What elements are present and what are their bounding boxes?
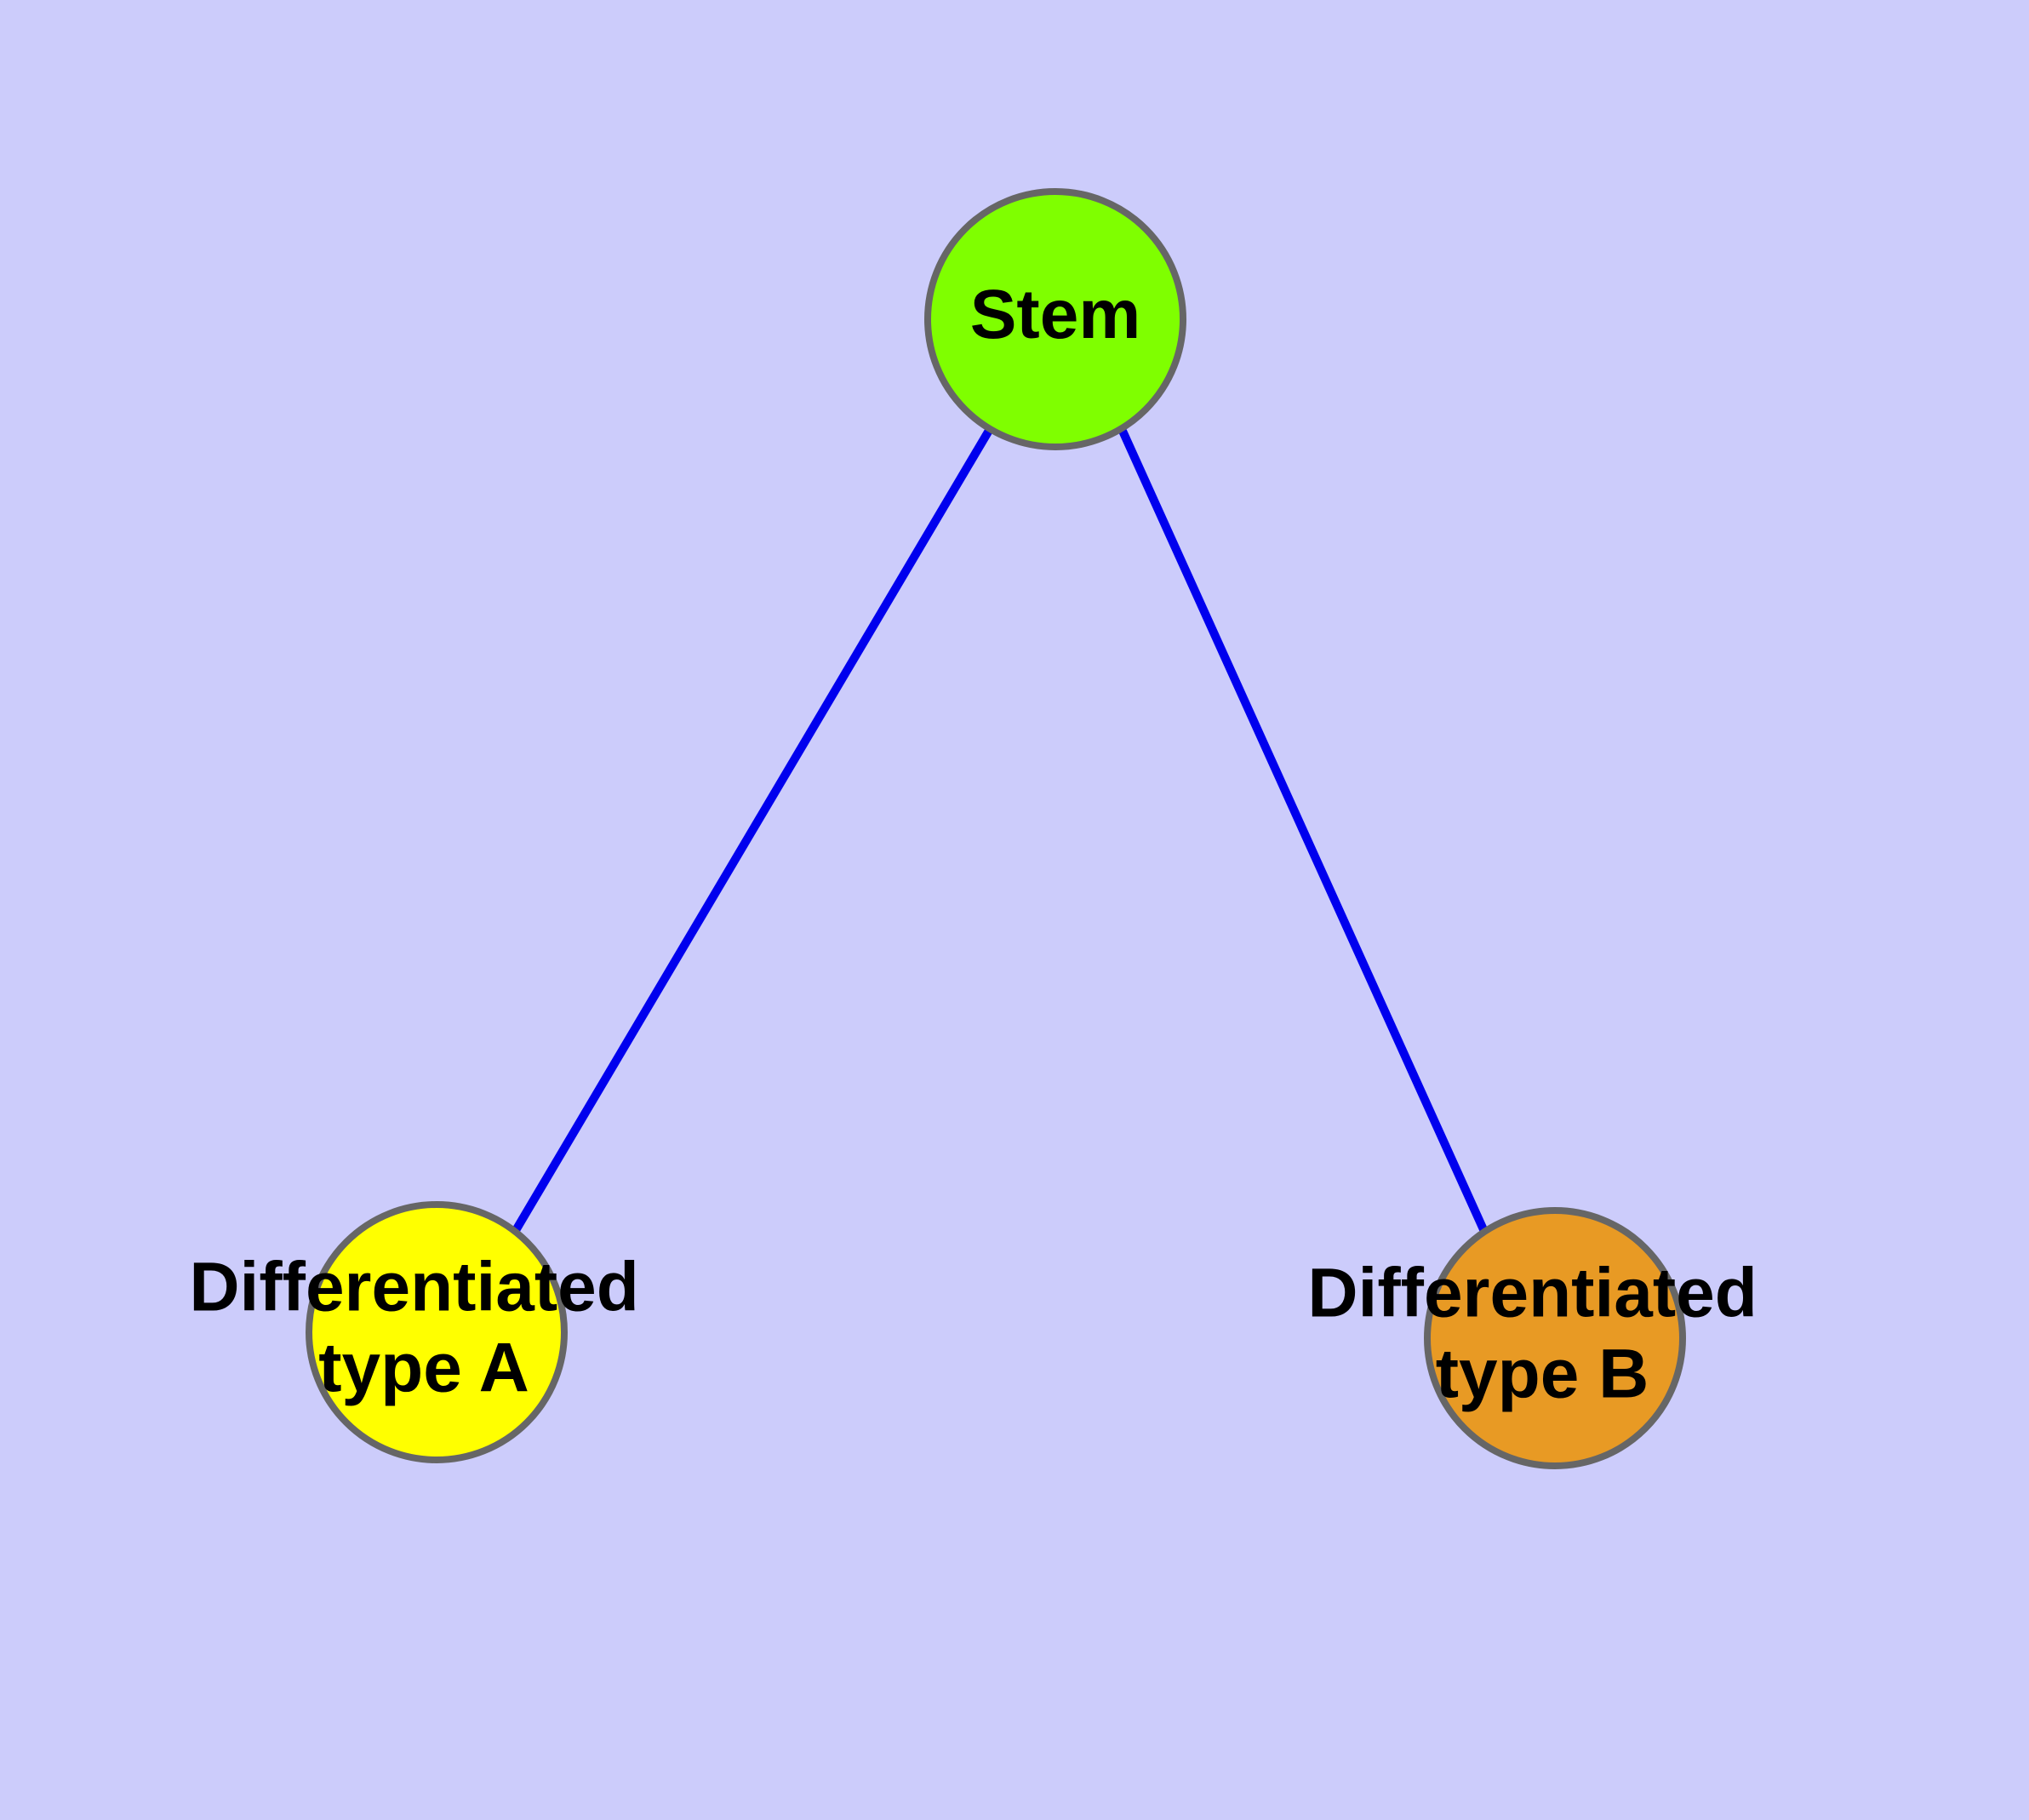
node-label-differentiated-b-line1: Differentiated: [1307, 1254, 1758, 1331]
node-label-differentiated-b: Differentiated type B: [1307, 1254, 1776, 1412]
node-label-stem: Stem: [970, 276, 1141, 353]
edges-group: [511, 426, 1490, 1238]
node-circle-differentiated-a[interactable]: [306, 1201, 568, 1463]
node-label-differentiated-b-line2: type B: [1436, 1335, 1649, 1412]
node-differentiated-type-a[interactable]: [306, 1201, 568, 1463]
node-differentiated-type-b[interactable]: [1424, 1207, 1686, 1469]
labels-group: Stem Differentiated type A Differentiate…: [189, 276, 1776, 1413]
nodes-group: [306, 188, 1686, 1469]
edge-stem-to-differentiated-b[interactable]: [1117, 426, 1490, 1238]
edge-stem-to-differentiated-a[interactable]: [511, 426, 994, 1234]
node-stem[interactable]: [924, 188, 1186, 450]
node-circle-differentiated-b[interactable]: [1424, 1207, 1686, 1469]
node-circle-stem[interactable]: [924, 188, 1186, 450]
node-label-differentiated-a: Differentiated type A: [189, 1248, 658, 1406]
node-label-differentiated-a-line1: Differentiated: [189, 1248, 639, 1325]
node-label-differentiated-a-line2: type A: [318, 1329, 529, 1406]
node-label-stem-line1: Stem: [970, 276, 1141, 353]
